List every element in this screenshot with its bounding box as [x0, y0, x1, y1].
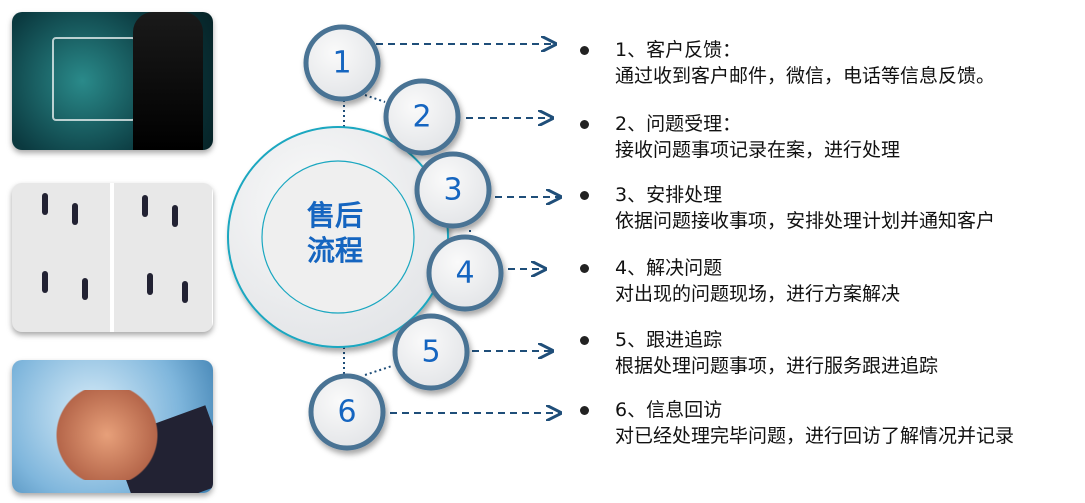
step-number: 1 — [332, 46, 351, 81]
step-number: 5 — [421, 335, 440, 370]
step-circle-shape — [383, 78, 461, 156]
step-circle-1: 1 — [303, 24, 381, 102]
step-number: 4 — [455, 256, 474, 291]
step-circle-5: 5 — [392, 313, 470, 391]
bullet-icon — [580, 191, 589, 200]
step-title: 4、解决问题 — [615, 257, 723, 279]
step-title: 1、客户反馈： — [615, 39, 742, 61]
step-description: 根据处理问题事项，进行服务跟进追踪 — [615, 355, 939, 377]
step-circle-6: 6 — [308, 373, 386, 451]
business-network-photo — [12, 12, 213, 150]
step-description: 对出现的问题现场，进行方案解决 — [615, 283, 901, 305]
step-circle-shape — [308, 373, 386, 451]
step-circle-2: 2 — [383, 78, 461, 156]
bullet-icon — [580, 46, 589, 55]
step-description: 通过收到客户邮件，微信，电话等信息反馈。 — [615, 65, 996, 87]
step-description: 依据问题接收事项，安排处理计划并通知客户 — [615, 210, 996, 232]
step-number: 2 — [412, 100, 431, 135]
step-title: 3、安排处理 — [615, 184, 723, 206]
bullet-icon — [580, 120, 589, 129]
step-circle-shape — [392, 313, 470, 391]
step-description: 对已经处理完毕问题，进行回访了解情况并记录 — [615, 425, 1015, 447]
step-circle-shape — [426, 234, 504, 312]
step-circle-shape — [303, 24, 381, 102]
step-number: 6 — [337, 395, 356, 430]
step-title: 2、问题受理： — [615, 113, 742, 135]
center-title-line1: 售后 — [307, 199, 363, 232]
step-title: 6、信息回访 — [615, 399, 723, 421]
step-circle-3: 3 — [414, 151, 492, 229]
step-title: 5、跟进追踪 — [615, 329, 723, 351]
people-on-numbers-photo — [12, 183, 213, 332]
bullet-icon — [580, 264, 589, 273]
step-number: 3 — [443, 173, 462, 208]
center-inner-circle — [261, 160, 415, 314]
step-circle-shape — [414, 151, 492, 229]
step-description: 接收问题事项记录在案，进行处理 — [615, 139, 901, 161]
step-circle-4: 4 — [426, 234, 504, 312]
center-title-line2: 流程 — [307, 234, 363, 267]
handshake-photo — [12, 360, 213, 493]
bullet-icon — [580, 336, 589, 345]
bullet-icon — [580, 406, 589, 415]
